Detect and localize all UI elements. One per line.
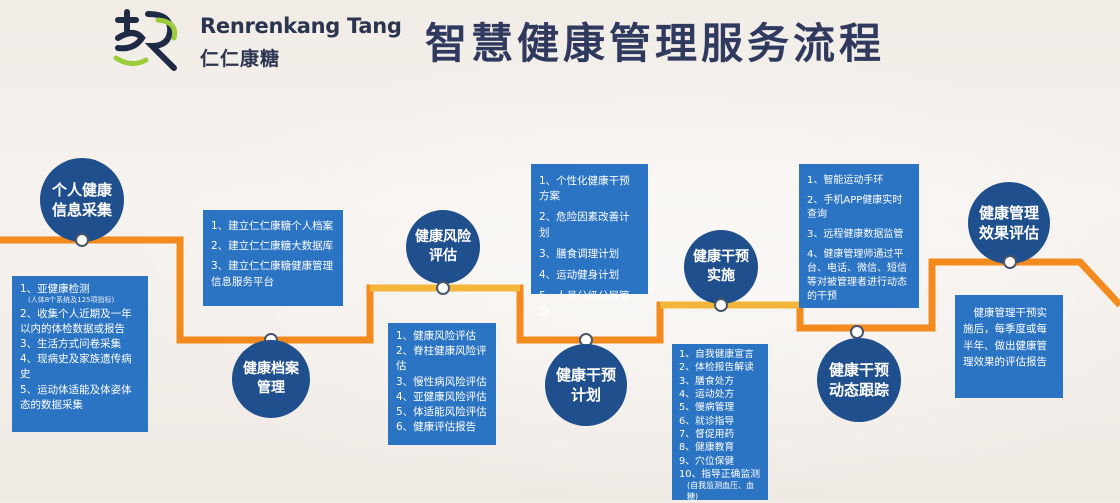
- step-node-dot: [714, 298, 728, 312]
- step-node-dot: [850, 325, 864, 339]
- step-node-dot: [75, 233, 89, 247]
- list-item: 1、建立仁仁康糖个人档案: [211, 220, 334, 232]
- list-item: 3、生活方式问卷采集: [20, 338, 122, 351]
- step-circle-info-collection: 个人健康 信息采集: [40, 158, 124, 242]
- list-item: 2、脊柱健康风险评估: [396, 345, 487, 373]
- step-label: 健康风险 评估: [415, 229, 471, 264]
- renrenkang-logo-icon: [113, 9, 178, 71]
- step-detail-box: 1、智能运动手环 2、手机APP健康实时查询 3、远程健康数据监管 4、健康管理…: [799, 164, 919, 308]
- step-circle-dynamic-tracking: 健康干预 动态跟踪: [817, 338, 901, 422]
- list-item: 8、健康教育: [679, 442, 735, 454]
- step-label: 健康干预 动态跟踪: [828, 360, 889, 399]
- page-title: 智慧健康管理服务流程: [425, 19, 886, 68]
- list-item: 6、健康评估报告: [396, 421, 477, 434]
- list-item: 4、运动处方: [679, 388, 735, 400]
- step-circle-health-records: 健康档案 管理: [232, 340, 310, 418]
- list-item: 4、健康管理师通过平台、电话、微信、短信等对被管理者进行动态的干预: [807, 249, 907, 302]
- list-item: 2、建立仁仁康糖大数据库: [211, 240, 334, 253]
- list-item: 1、自我健康宣言: [679, 349, 754, 360]
- list-item: 9、穴位保健: [679, 455, 735, 467]
- list-item: 2、体检报告解读: [679, 362, 754, 374]
- list-item: 3、远程健康数据监管: [807, 229, 904, 240]
- list-item-note: (人体8个系统及125项指标): [28, 296, 115, 305]
- list-item: 3、建立仁仁康糖健康管理信息服务平台: [211, 260, 334, 288]
- step-label: 健康干预 实施: [693, 249, 749, 284]
- step-node-dot: [436, 281, 450, 295]
- list-item: 健康管理干预实施后，每季度或每半年、做出健康管理效果的评估报告: [963, 307, 1047, 368]
- step-detail-box: 1、亚健康检测 (人体8个系统及125项指标) 2、收集个人近期及一年以内的体检…: [12, 276, 148, 432]
- list-item: 5、体适能风险评估: [396, 406, 487, 419]
- step-circle-intervention-plan: 健康干预 计划: [545, 344, 627, 426]
- list-item: 1、智能运动手环: [807, 175, 884, 186]
- step-circle-effect-evaluation: 健康管理 效果评估: [968, 182, 1050, 264]
- list-item: 3、膳食调理计划: [539, 247, 620, 260]
- list-item: 10、指导正确监测: [679, 468, 761, 480]
- list-item: 5、慢病管理: [679, 402, 735, 414]
- list-item: 5、运动体适能及体姿体态的数据采集: [20, 383, 132, 411]
- list-item: 4、现病史及家族遗传病史: [20, 353, 132, 381]
- list-item-note: (自我监测血压、血糖): [687, 481, 755, 501]
- list-item: 1、亚健康检测: [20, 283, 90, 295]
- brand-name-en: Renrenkang Tang: [200, 14, 402, 38]
- list-item: 5、人员分级分层管理: [539, 290, 630, 318]
- list-item: 3、膳食处方: [679, 375, 735, 387]
- list-item: 4、亚健康风险评估: [396, 390, 487, 403]
- step-circle-intervention-impl: 健康干预 实施: [684, 230, 758, 304]
- list-item: 2、危险因素改善计划: [539, 211, 630, 239]
- list-item: 2、手机APP健康实时查询: [807, 195, 903, 220]
- step-detail-box: 健康管理干预实施后，每季度或每半年、做出健康管理效果的评估报告: [955, 295, 1063, 398]
- list-item: 2、收集个人近期及一年以内的体检数据或报告: [20, 307, 132, 335]
- step-label: 个人健康 信息采集: [51, 180, 112, 219]
- list-item: 6、就诊指导: [679, 415, 735, 427]
- step-detail-box: 1、健康风险评估 2、脊柱健康风险评估 3、慢性病风险评估 4、亚健康风险评估 …: [388, 323, 496, 445]
- step-detail-box: 1、个性化健康干预方案 2、危险因素改善计划 3、膳食调理计划 4、运动健身计划…: [531, 164, 648, 318]
- list-item: 1、个性化健康干预方案: [539, 175, 630, 203]
- step-label: 健康管理 效果评估: [978, 203, 1039, 242]
- step-detail-box: 1、建立仁仁康糖个人档案 2、建立仁仁康糖大数据库 3、建立仁仁康糖健康管理信息…: [203, 210, 343, 306]
- list-item: 1、健康风险评估: [396, 330, 477, 342]
- step-node-dot: [1003, 255, 1017, 269]
- step-detail-box: 1、自我健康宣言 2、体检报告解读 3、膳食处方 4、运动处方 5、慢病管理 6…: [672, 344, 768, 501]
- brand-name-cn: 仁仁康糖: [200, 48, 281, 70]
- step-label: 健康干预 计划: [555, 365, 616, 404]
- step-circle-risk-assessment: 健康风险 评估: [406, 210, 480, 284]
- step-label: 健康档案 管理: [243, 361, 299, 396]
- list-item: 7、督促用药: [679, 428, 735, 440]
- list-item: 3、慢性病风险评估: [396, 375, 487, 388]
- list-item: 4、运动健身计划: [539, 269, 620, 282]
